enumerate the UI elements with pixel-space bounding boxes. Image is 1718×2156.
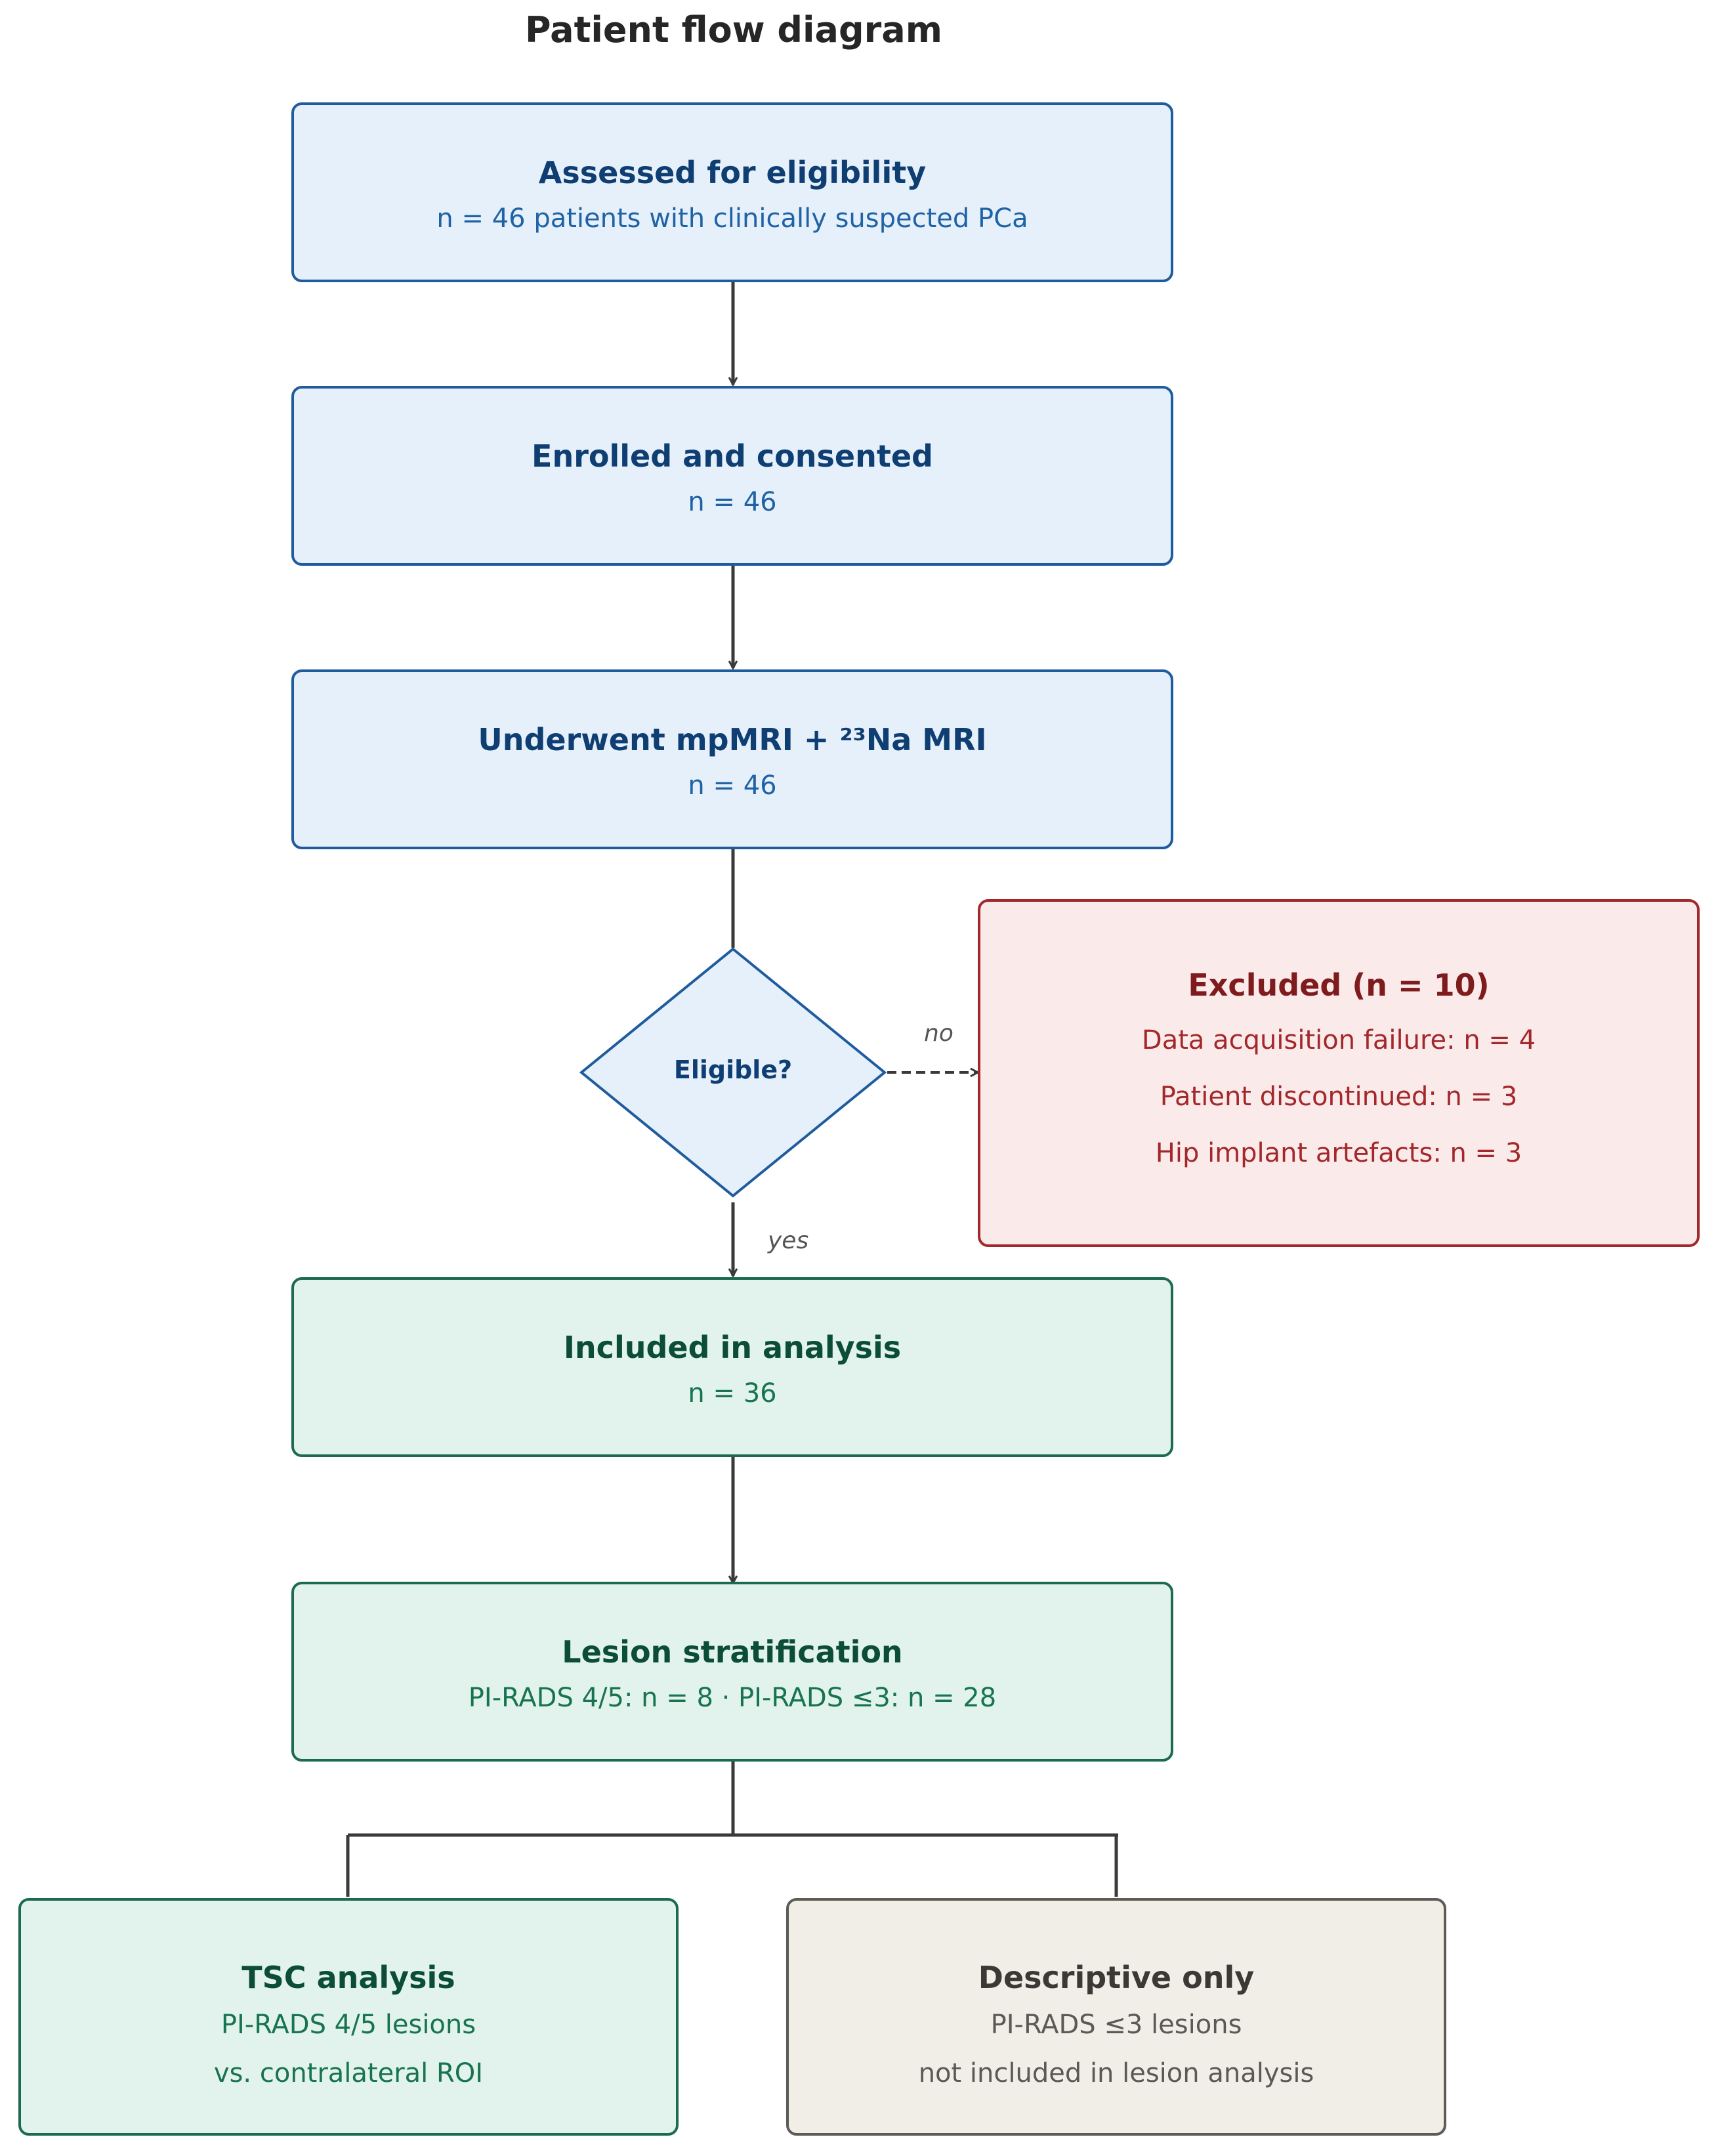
excluded-reason-implant: Hip implant artefacts: n = 3 xyxy=(1155,1138,1522,1168)
enrolled-title: Enrolled and consented xyxy=(532,438,933,474)
included-count: n = 36 xyxy=(688,1378,777,1408)
stratification-box: Lesion stratification PI-RADS 4/5: n = 8… xyxy=(291,1582,1173,1762)
excluded-title: Excluded (n = 10) xyxy=(1188,967,1490,1003)
enrolled-box: Enrolled and consented n = 46 xyxy=(291,386,1173,566)
included-title: Included in analysis xyxy=(563,1330,902,1365)
descriptive-title: Descriptive only xyxy=(978,1960,1255,1995)
tsc-line-2: vs. contralateral ROI xyxy=(213,2058,484,2088)
yes-edge-label: yes xyxy=(768,1227,809,1254)
assessed-title: Assessed for eligibility xyxy=(538,155,927,190)
descriptive-only-box: Descriptive only PI-RADS ≤3 lesions not … xyxy=(786,1898,1446,2136)
stratification-counts: PI-RADS 4/5: n = 8 · PI-RADS ≤3: n = 28 xyxy=(468,1683,997,1713)
tsc-title: TSC analysis xyxy=(241,1960,455,1995)
diagram-title: Patient flow diagram xyxy=(525,9,942,51)
descriptive-line-1: PI-RADS ≤3 lesions xyxy=(990,2010,1242,2040)
assessed-count: n = 46 patients with clinically suspecte… xyxy=(436,203,1028,234)
tsc-analysis-box: TSC analysis PI-RADS 4/5 lesions vs. con… xyxy=(18,1898,679,2136)
included-box: Included in analysis n = 36 xyxy=(291,1277,1173,1457)
mri-count: n = 46 xyxy=(688,771,777,801)
excluded-box: Excluded (n = 10) Data acquisition failu… xyxy=(978,899,1700,1247)
decision-label: Eligible? xyxy=(673,1055,793,1084)
stratification-title: Lesion stratification xyxy=(562,1634,903,1670)
enrolled-count: n = 46 xyxy=(688,487,777,517)
mri-title: Underwent mpMRI + ²³Na MRI xyxy=(478,722,987,757)
excluded-reason-acquisition: Data acquisition failure: n = 4 xyxy=(1141,1025,1536,1055)
tsc-line-1: PI-RADS 4/5 lesions xyxy=(220,2010,476,2040)
descriptive-line-2: not included in lesion analysis xyxy=(918,2058,1314,2088)
eligible-decision-diamond xyxy=(579,947,887,1198)
assessed-box: Assessed for eligibility n = 46 patients… xyxy=(291,102,1173,282)
excluded-reason-discontinued: Patient discontinued: n = 3 xyxy=(1160,1082,1518,1112)
mri-box: Underwent mpMRI + ²³Na MRI n = 46 xyxy=(291,669,1173,849)
no-edge-label: no xyxy=(924,1020,953,1047)
